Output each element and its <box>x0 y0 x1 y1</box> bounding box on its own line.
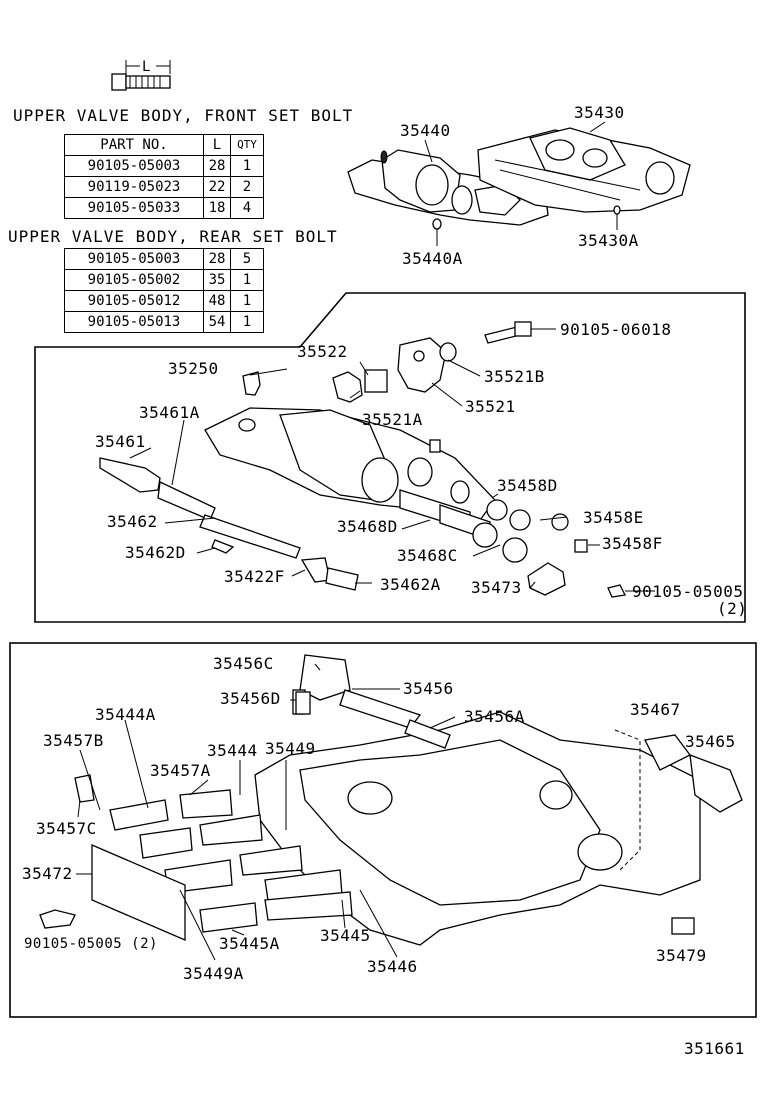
part-label-35430a: 35430A <box>578 231 639 250</box>
part-label-35456: 35456 <box>403 679 454 698</box>
part-label-90105-05005-2: 90105-05005 (2) <box>24 936 158 952</box>
table-row: 90105-05002 35 1 <box>64 269 264 291</box>
part-label-35457b: 35457B <box>43 731 104 750</box>
part-label-35462: 35462 <box>107 512 158 531</box>
part-number-cell: 90105-05013 <box>64 311 204 333</box>
diagram-id: 351661 <box>684 1039 745 1058</box>
part-label-35468c: 35468C <box>397 546 458 565</box>
table-row: 90105-05003 28 5 <box>64 248 264 270</box>
length-cell: 54 <box>203 311 231 333</box>
part-label-90105-05005: 90105-05005 <box>632 582 744 601</box>
part-label-35457a: 35457A <box>150 761 211 780</box>
length-cell: 28 <box>203 248 231 270</box>
middle-section-frame <box>34 292 746 623</box>
part-label-35462d: 35462D <box>125 543 186 562</box>
part-label-35457c: 35457C <box>36 819 97 838</box>
bolt-length-label: L <box>142 59 151 75</box>
part-label-35461a: 35461A <box>139 403 200 422</box>
part-label-35444a: 35444A <box>95 705 156 724</box>
table-row: 90105-05012 48 1 <box>64 290 264 312</box>
upper-valve-body-illustration <box>347 121 691 246</box>
part-label-35522: 35522 <box>297 342 348 361</box>
part-label-35473: 35473 <box>471 578 522 597</box>
header-length: L <box>203 134 231 156</box>
leader-lines <box>76 328 655 961</box>
rear-set-bolt-table: 90105-05003 28 5 90105-05002 35 1 90105-… <box>64 248 264 333</box>
part-label-35456d: 35456D <box>220 689 281 708</box>
table-row: 90105-05013 54 1 <box>64 311 264 333</box>
part-label-35521b: 35521B <box>484 367 545 386</box>
table-row: 90105-05003 28 1 <box>64 155 264 177</box>
part-label-90105-06018: 90105-06018 <box>560 320 672 339</box>
part-label-35449a: 35449A <box>183 964 244 983</box>
length-cell: 35 <box>203 269 231 291</box>
part-label-35467: 35467 <box>630 700 681 719</box>
part-label-35446: 35446 <box>367 957 418 976</box>
part-label-35430: 35430 <box>574 103 625 122</box>
part-label-35465: 35465 <box>685 732 736 751</box>
part-label-35458d: 35458D <box>497 476 558 495</box>
part-label-35440a: 35440A <box>402 249 463 268</box>
part-label-35458f: 35458F <box>602 534 663 553</box>
lower-valve-body-illustration <box>39 654 743 946</box>
qty-cell: 2 <box>230 176 264 198</box>
rear-set-bolt-title: UPPER VALVE BODY, REAR SET BOLT <box>8 227 338 246</box>
part-label-35468d: 35468D <box>337 517 398 536</box>
qty-cell: 5 <box>230 248 264 270</box>
header-qty: QTY <box>230 134 264 156</box>
table-row: 90105-05033 18 4 <box>64 197 264 219</box>
qty-cell: 1 <box>230 155 264 177</box>
part-number-cell: 90105-05003 <box>64 155 204 177</box>
length-cell: 48 <box>203 290 231 312</box>
qty-cell: 1 <box>230 269 264 291</box>
part-label-35456c: 35456C <box>213 654 274 673</box>
part-label-35449: 35449 <box>265 739 316 758</box>
part-label-35479: 35479 <box>656 946 707 965</box>
part-label-35472: 35472 <box>22 864 73 883</box>
part-label-35458e: 35458E <box>583 508 644 527</box>
length-cell: 18 <box>203 197 231 219</box>
part-number-cell: 90105-05033 <box>64 197 204 219</box>
length-cell: 22 <box>203 176 231 198</box>
part-label-35462a: 35462A <box>380 575 441 594</box>
qty-cell: 1 <box>230 290 264 312</box>
part-label-35456a: 35456A <box>464 707 525 726</box>
qty-cell: 4 <box>230 197 264 219</box>
front-set-bolt-table: PART NO. L QTY 90105-05003 28 1 90119-05… <box>64 134 264 219</box>
table-header-row: PART NO. L QTY <box>64 134 264 156</box>
part-number-cell: 90105-05003 <box>64 248 204 270</box>
length-cell: 28 <box>203 155 231 177</box>
bottom-section-frame <box>9 642 757 1018</box>
part-number-cell: 90105-05002 <box>64 269 204 291</box>
bolt-illustration <box>111 60 171 91</box>
part-number-cell: 90119-05023 <box>64 176 204 198</box>
table-row: 90119-05023 22 2 <box>64 176 264 198</box>
part-quantity-note: (2) <box>717 599 748 618</box>
part-label-35461: 35461 <box>95 432 146 451</box>
header-part-no: PART NO. <box>64 134 204 156</box>
part-label-35521: 35521 <box>465 397 516 416</box>
part-label-35422f: 35422F <box>224 567 285 586</box>
qty-cell: 1 <box>230 311 264 333</box>
part-label-35440: 35440 <box>400 121 451 140</box>
part-number-cell: 90105-05012 <box>64 290 204 312</box>
front-set-bolt-title: UPPER VALVE BODY, FRONT SET BOLT <box>13 106 354 125</box>
part-label-35444: 35444 <box>207 741 258 760</box>
part-label-35445: 35445 <box>320 926 371 945</box>
part-label-35250: 35250 <box>168 359 219 378</box>
part-label-35445a: 35445A <box>219 934 280 953</box>
part-label-35521a: 35521A <box>362 410 423 429</box>
